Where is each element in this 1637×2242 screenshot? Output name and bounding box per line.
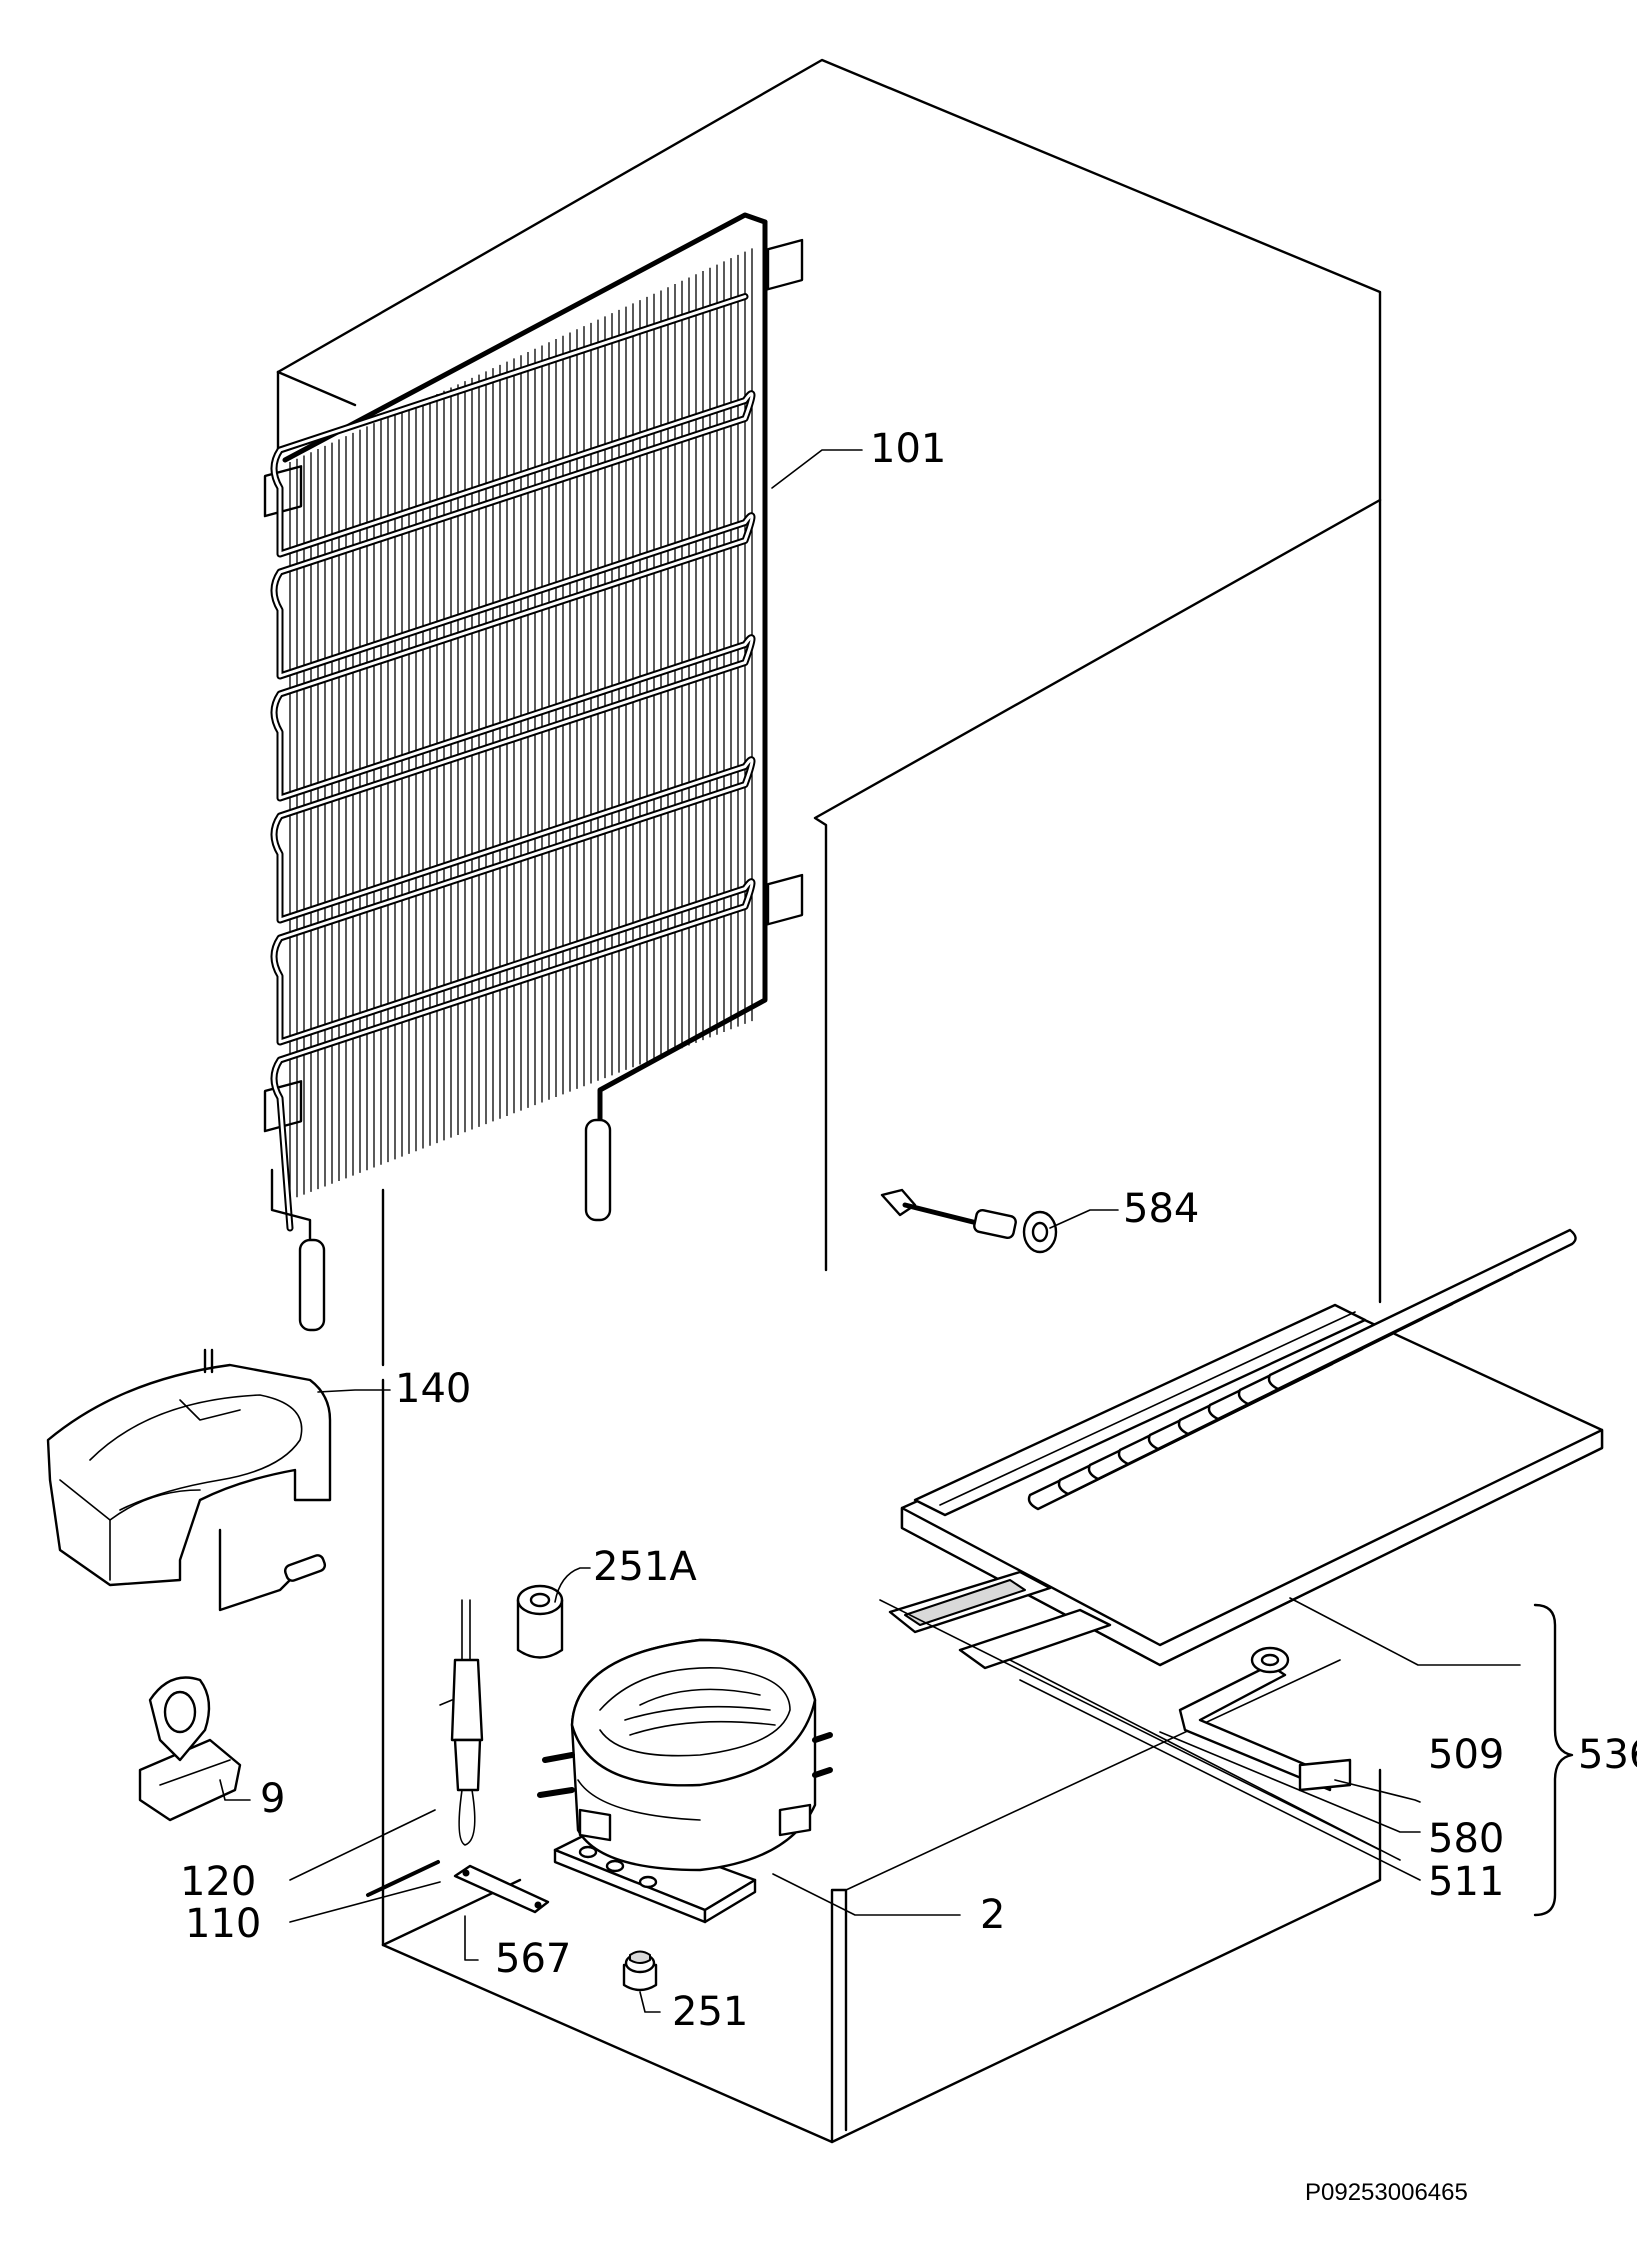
part-536-evaporator-tray <box>879 1228 1604 1861</box>
label-101: 101 <box>870 426 946 472</box>
label-509: 509 <box>1428 1732 1504 1778</box>
part-567-strap <box>453 1864 550 1914</box>
part-120-relay <box>439 1599 484 1846</box>
label-140: 140 <box>395 1366 471 1412</box>
label-110: 110 <box>185 1901 261 1947</box>
coil-top-wire <box>282 212 768 463</box>
label-251: 251 <box>672 1989 748 2035</box>
tray-rib <box>1267 1228 1577 1391</box>
label-9: 9 <box>260 1776 285 1822</box>
part-584-terminal <box>880 1188 1058 1254</box>
part-9-clip <box>138 1676 242 1822</box>
label-120: 120 <box>180 1859 256 1905</box>
part-140-drip-tray <box>46 1348 332 1612</box>
drawing-code: P09253006465 <box>1305 2179 1468 2206</box>
label-251a: 251A <box>593 1544 697 1590</box>
label-567: 567 <box>495 1936 571 1982</box>
label-536: 536 <box>1578 1732 1637 1778</box>
part-110-rod <box>366 1860 440 1897</box>
part-2-compressor <box>537 1638 833 1924</box>
condenser-coil <box>263 212 804 1332</box>
part-labels: 101 584 140 251A 9 509 536 580 511 120 1… <box>180 426 1637 2206</box>
tray-ribs <box>1027 1228 1577 1511</box>
condenser-fins <box>282 212 768 1200</box>
leader-lines <box>219 449 1574 2013</box>
part-251-grommet <box>622 1950 658 1992</box>
label-511: 511 <box>1428 1859 1504 1905</box>
cabinet-outline <box>276 58 1382 2144</box>
part-251a-cap <box>516 1584 564 1659</box>
label-580: 580 <box>1428 1816 1504 1862</box>
label-584: 584 <box>1123 1186 1199 1232</box>
label-2: 2 <box>980 1892 1005 1938</box>
